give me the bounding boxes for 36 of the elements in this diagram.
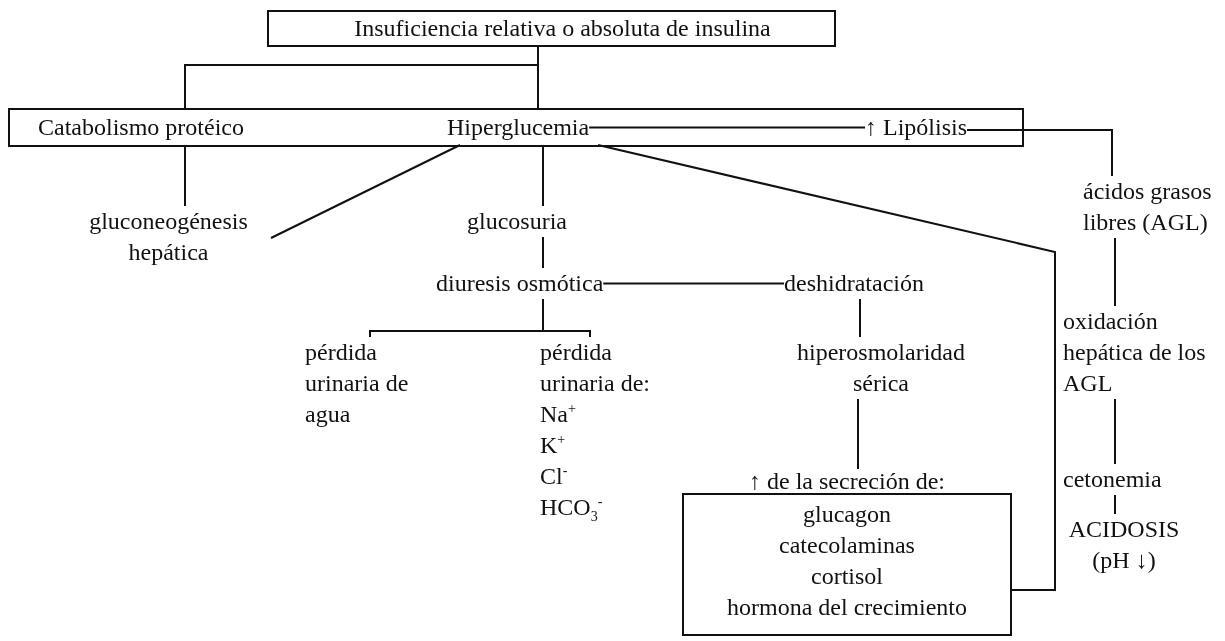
node-text: Catabolismo protéico [38, 110, 244, 145]
connector-line [542, 298, 591, 338]
node-text: gluconeogénesis hepática [66, 206, 271, 268]
connector-line [270, 144, 461, 239]
ion-label: K$^{+}$ [540, 431, 567, 460]
connector-line [542, 144, 544, 207]
connector-line [537, 46, 539, 111]
node-text: hiperosmolaridad sérica [770, 337, 992, 399]
node-text: diuresis osmótica [436, 268, 604, 299]
node-text: pérdida urinaria de agua [305, 337, 455, 430]
node-text: ACIDOSIS (pH ↓) [1058, 514, 1190, 576]
connector-line [588, 126, 866, 129]
connector-line [184, 144, 186, 207]
connector-line [966, 129, 1113, 177]
connector-line [602, 282, 785, 285]
node-text: oxidación hepática de los AGL [1063, 306, 1213, 399]
connector-line [859, 298, 861, 338]
node-text: glucosuria [467, 206, 567, 237]
ion-label: Cl$^{-}$ [540, 462, 569, 491]
node-text: pérdida urinaria de: [540, 338, 651, 398]
connector-line [1114, 494, 1116, 515]
band-box [8, 108, 1024, 147]
node-text: Hiperglucemia [447, 110, 590, 145]
node-text: deshidratación [784, 268, 924, 299]
process-box: glucagon catecolaminas cortisol hormona del crecimiento [682, 493, 1012, 636]
node-text: cetonemia [1063, 464, 1162, 495]
ion-label: Na$^{+}$ [540, 400, 577, 429]
node-text: ácidos grasos libres (AGL) [1083, 176, 1225, 238]
node-text: ↑ Lipólisis [865, 110, 967, 145]
process-box: Insuficiencia relativa o absoluta de insulina [267, 10, 836, 47]
box-heading: ↑ de la secreción de: [748, 469, 946, 493]
connector-line [1114, 237, 1116, 307]
connector-line [597, 144, 1056, 591]
connector-line [542, 236, 544, 269]
connector-line [857, 398, 859, 470]
connector-line [1114, 398, 1116, 465]
